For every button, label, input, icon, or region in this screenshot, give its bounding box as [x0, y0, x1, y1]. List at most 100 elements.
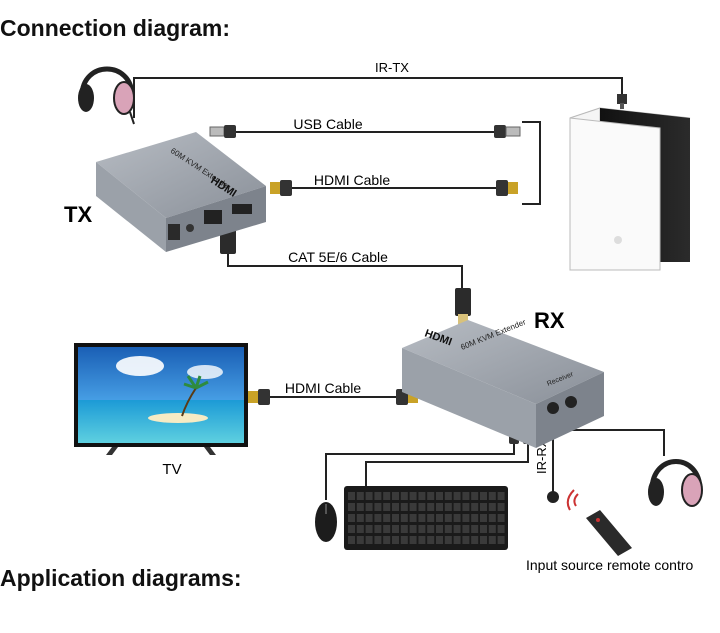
keyboard-key	[480, 492, 487, 500]
keyboard-key	[453, 525, 461, 533]
keyboard-key	[400, 536, 408, 544]
keyboard-key	[409, 503, 417, 511]
keyboard-key	[436, 503, 443, 511]
keyboard-key	[409, 536, 417, 544]
keyboard-key	[497, 503, 505, 511]
keyboard-key	[374, 536, 382, 544]
keyboard-key	[365, 503, 373, 511]
keyboard-key	[462, 514, 470, 522]
keyboard-key	[436, 514, 443, 522]
ir-tx-plug	[617, 94, 627, 109]
keyboard-key	[488, 514, 496, 522]
usb-cable-label: USB Cable	[293, 116, 362, 132]
hdmi-cable-top	[270, 180, 518, 196]
keyboard-key	[453, 514, 461, 522]
keyboard-key	[436, 536, 443, 544]
keyboard-key	[383, 503, 391, 511]
rx-usb-cables	[325, 444, 529, 500]
keyboard-key	[444, 503, 452, 511]
rx-headphones-icon	[648, 459, 703, 507]
keyboard-key	[400, 514, 408, 522]
keyboard-key	[383, 536, 391, 544]
keyboard-key	[488, 536, 496, 544]
keyboard-key	[480, 503, 487, 511]
keyboard-key	[471, 514, 479, 522]
keyboard-key	[418, 492, 426, 500]
keyboard-key	[356, 503, 364, 511]
keyboard-key	[356, 514, 364, 522]
keyboard-key	[365, 536, 373, 544]
keyboard-key	[427, 525, 435, 533]
connection-diagram-heading: Connection diagram:	[0, 15, 231, 41]
cat-cable	[220, 212, 471, 328]
remote-icon	[566, 489, 632, 556]
keyboard-key	[453, 503, 461, 511]
keyboard-key	[497, 525, 505, 533]
tx-device: 60M KVM Extender HDMI	[96, 132, 266, 252]
cat-cable-label: CAT 5E/6 Cable	[288, 249, 388, 265]
tv-icon	[74, 343, 248, 455]
keyboard-key	[462, 536, 470, 544]
keyboard-key	[427, 514, 435, 522]
keyboard-key	[418, 503, 426, 511]
keyboard-key	[488, 503, 496, 511]
keyboard-key	[436, 525, 443, 533]
keyboard-key	[480, 536, 487, 544]
keyboard-key	[392, 525, 399, 533]
keyboard-key	[471, 503, 479, 511]
keyboard-key	[392, 492, 399, 500]
keyboard-key	[436, 492, 443, 500]
keyboard-key	[374, 492, 382, 500]
keyboard-key	[374, 525, 382, 533]
keyboard-key	[444, 492, 452, 500]
keyboard-key	[392, 503, 399, 511]
keyboard-key	[497, 514, 505, 522]
keyboard-key	[409, 514, 417, 522]
keyboard-key	[400, 503, 408, 511]
hdmi-cable-bottom-label: HDMI Cable	[285, 380, 361, 396]
tx-label: TX	[64, 202, 92, 227]
keyboard-key	[409, 492, 417, 500]
keyboard-key	[462, 525, 470, 533]
keyboard-key	[392, 514, 399, 522]
keyboard-key	[497, 492, 505, 500]
keyboard-key	[471, 536, 479, 544]
pc-bracket	[522, 121, 541, 205]
keyboard-key	[480, 525, 487, 533]
keyboard-key	[409, 525, 417, 533]
keyboard-key	[427, 492, 435, 500]
keyboard-key	[427, 503, 435, 511]
usb-cable	[209, 125, 521, 138]
ir-tx-cable	[133, 77, 623, 118]
hdmi-cable-top-label: HDMI Cable	[314, 172, 390, 188]
keyboard-key	[444, 514, 452, 522]
keyboard-key	[400, 525, 408, 533]
keyboard-key	[462, 503, 470, 511]
application-diagrams-heading: Application diagrams:	[0, 565, 242, 591]
rx-device: HDMI 60M KVM Extender Receiver	[402, 317, 604, 448]
keyboard-key	[400, 492, 408, 500]
keyboard-key	[365, 514, 373, 522]
keyboard-key	[497, 536, 505, 544]
keyboard-key	[444, 536, 452, 544]
keyboard-key	[488, 525, 496, 533]
keyboard-key	[392, 536, 399, 544]
keyboard-key	[348, 514, 355, 522]
tx-headphones-icon	[78, 66, 135, 125]
keyboard-key	[356, 536, 364, 544]
keyboard-key	[462, 492, 470, 500]
ir-tx-label: IR-TX	[375, 60, 409, 75]
keyboard-key	[444, 525, 452, 533]
keyboard-key	[356, 525, 364, 533]
keyboard-key	[480, 514, 487, 522]
rx-label: RX	[534, 308, 565, 333]
keyboard-key	[365, 525, 373, 533]
keyboard-key	[418, 525, 426, 533]
keyboard-key	[348, 536, 355, 544]
keyboard-key	[374, 514, 382, 522]
keyboard-key	[365, 492, 373, 500]
keyboard-key	[348, 492, 355, 500]
keyboard-key	[427, 536, 435, 544]
keyboard-key	[348, 503, 355, 511]
